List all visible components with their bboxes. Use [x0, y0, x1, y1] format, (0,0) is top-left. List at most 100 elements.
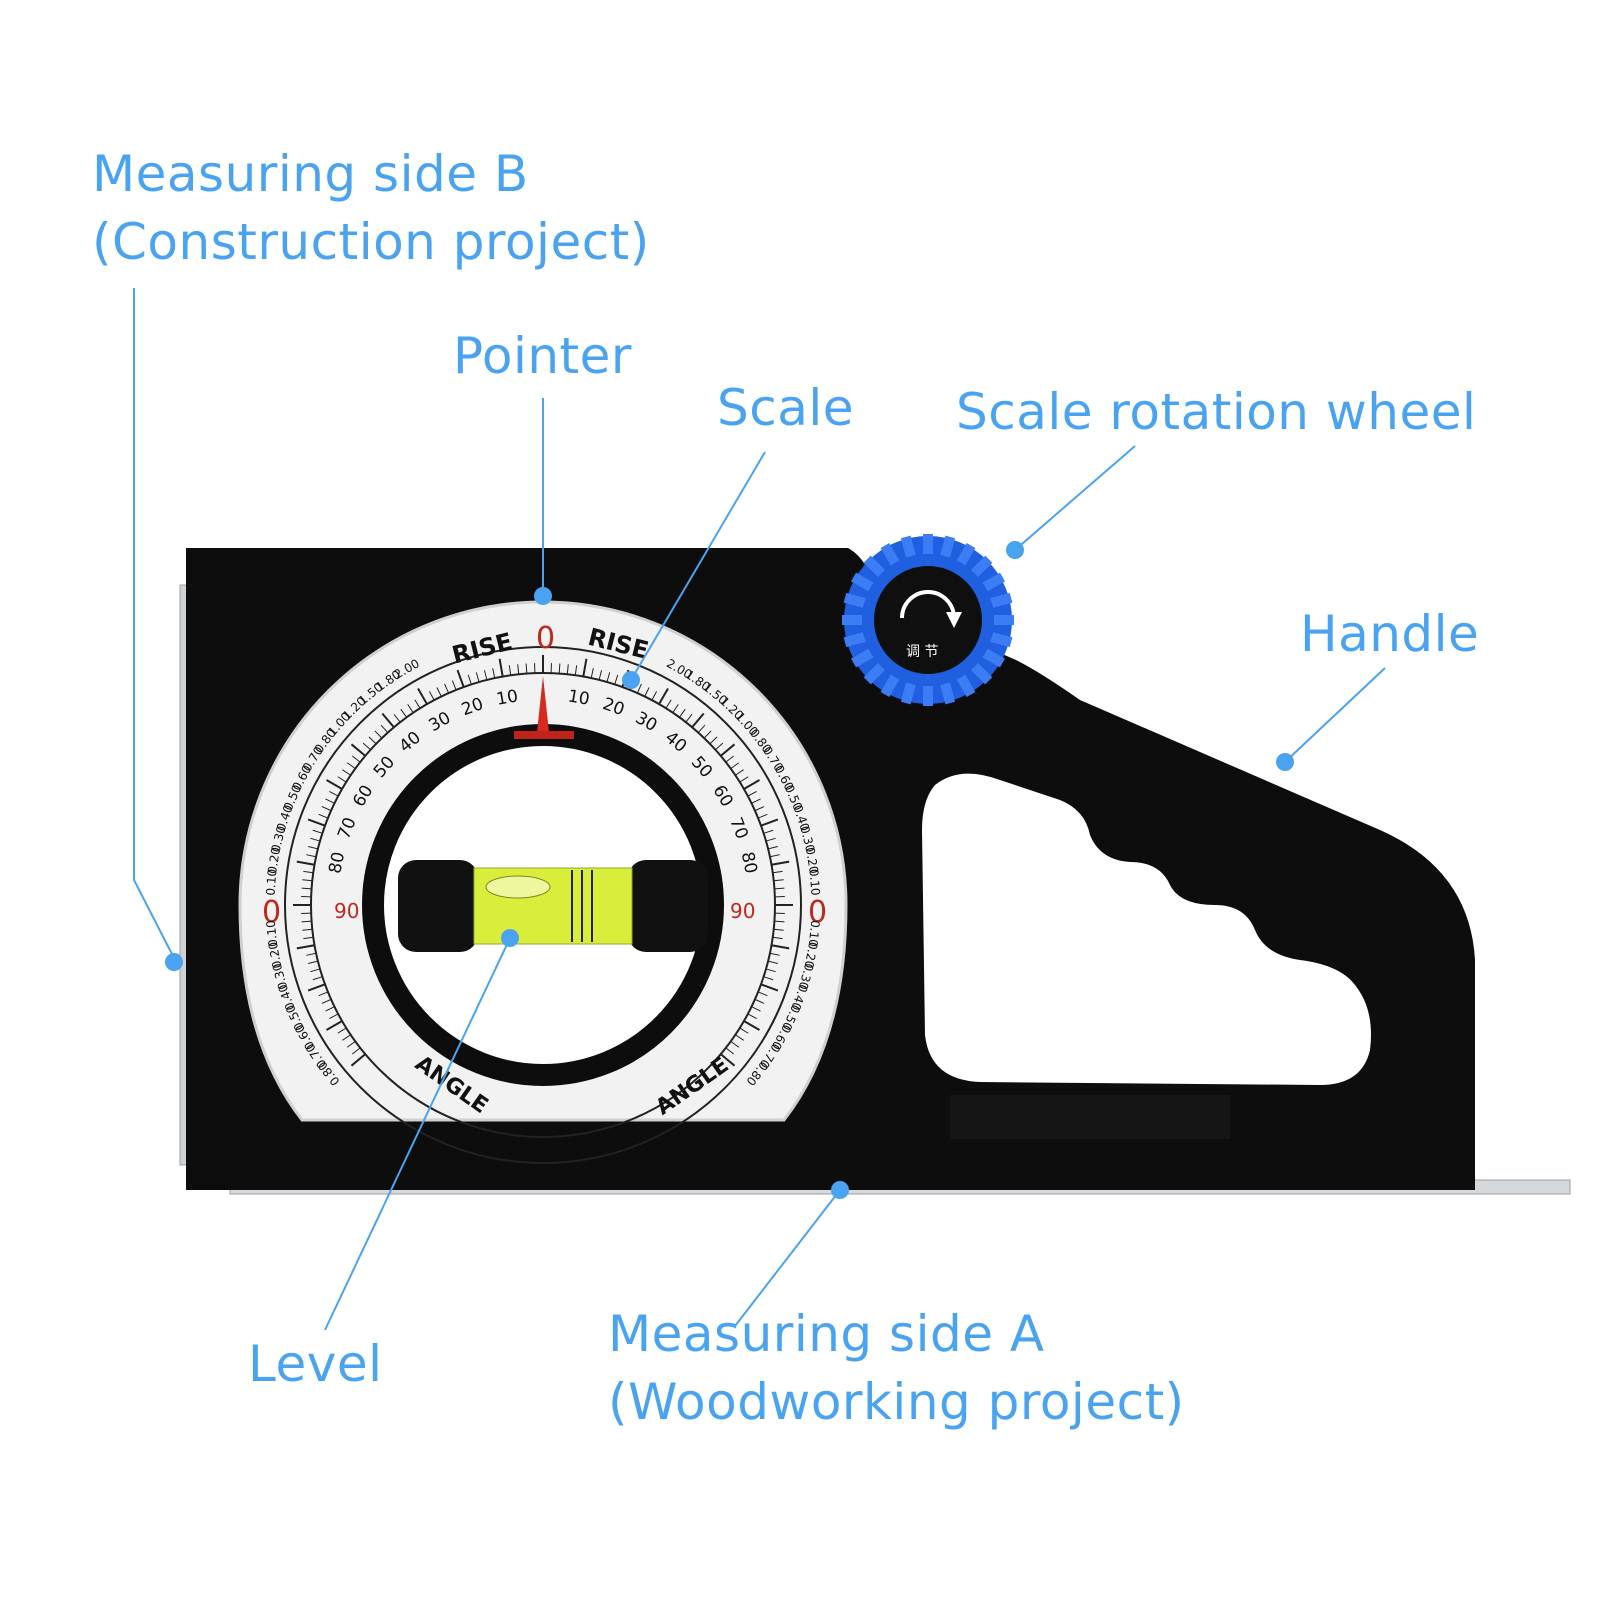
scale-tick — [525, 663, 528, 674]
scale-tick — [498, 658, 504, 677]
callout-measuring-side-b: Measuring side B (Construction project) — [92, 140, 650, 276]
scale-tick — [757, 813, 768, 819]
wheel-knurl — [971, 663, 993, 685]
scale-tick — [760, 818, 779, 827]
scale-tick — [303, 870, 314, 874]
wheel-knurl — [923, 534, 933, 554]
scale-tick — [769, 952, 780, 956]
scale-tick — [308, 960, 319, 965]
scale-tick — [307, 983, 326, 992]
scale-tick — [400, 708, 408, 718]
scale-rotation-wheel[interactable]: 调 节 — [842, 534, 1014, 706]
scale-tick — [310, 837, 321, 842]
wheel-knurl — [982, 648, 1005, 668]
scale-tick — [763, 829, 774, 834]
vial-holder-right — [628, 860, 708, 952]
callout-measuring-side-a: Measuring side A (Woodworking project) — [608, 1300, 1185, 1436]
scale-tick — [735, 1034, 744, 1041]
scale-tick — [296, 860, 315, 866]
wheel-knurl — [971, 555, 993, 577]
lower-value: 0.30 — [270, 962, 291, 991]
scale-tick — [658, 687, 669, 705]
rise-value: 0.10 — [263, 868, 279, 896]
scale-tick — [651, 691, 658, 701]
scale-tick — [772, 870, 783, 874]
scale-tick — [350, 743, 366, 757]
scale-tick — [301, 887, 312, 890]
scale-tick — [730, 762, 740, 770]
scale-tick — [325, 779, 343, 790]
scale-tick — [351, 755, 361, 763]
callout-measuring-side-b-line1: Measuring side B — [92, 145, 529, 203]
scale-tick — [381, 712, 395, 728]
scale-tick — [703, 730, 712, 739]
lower-value: 0.20 — [802, 941, 821, 970]
angle-number: 10 — [495, 686, 520, 709]
scale-tick — [743, 1020, 761, 1031]
scale-tick — [451, 680, 457, 691]
scale-tick — [566, 664, 569, 675]
scale-tick — [483, 670, 488, 681]
scale-tick — [747, 1013, 757, 1020]
wheel-knurl — [880, 674, 900, 697]
callout-measuring-side-a-line2: (Woodworking project) — [608, 1373, 1185, 1431]
scale-tick — [691, 712, 705, 728]
scale-tick — [318, 813, 329, 819]
callout-scale: Scale — [717, 379, 855, 437]
lower-value: 0.10 — [806, 919, 823, 947]
scale-tick — [325, 1020, 343, 1031]
scale-tick — [329, 790, 339, 797]
scale-tick — [773, 928, 784, 931]
scale-tick — [306, 854, 317, 858]
rotate-arrow-icon — [900, 590, 956, 619]
rise-value: 0.30 — [269, 824, 289, 853]
scale-tick — [760, 983, 779, 992]
scale-tick — [302, 928, 313, 931]
scale-tick — [720, 743, 736, 757]
scale-tick — [773, 879, 784, 882]
scale-tick — [709, 736, 718, 745]
wheel-knurl — [940, 682, 956, 705]
wheel-knurl — [880, 543, 900, 566]
scale-tick — [303, 936, 314, 940]
scale-tick — [346, 1040, 356, 1048]
scale-tick — [725, 755, 735, 763]
ninety-mark-left: 90 — [334, 899, 359, 923]
scale-tick — [769, 854, 780, 858]
scale-tick — [697, 724, 706, 733]
scale-tick — [351, 1047, 361, 1055]
scale-tick — [428, 691, 435, 701]
scale-tick — [310, 968, 321, 973]
scale-tick — [558, 663, 561, 674]
scale-tick — [771, 944, 790, 950]
rise-value: 0.30 — [797, 824, 817, 853]
wheel-knurl — [990, 632, 1013, 648]
callout-measuring-side-a-line1: Measuring side A — [608, 1305, 1045, 1363]
scale-tick — [614, 674, 619, 685]
scale-tick — [308, 845, 319, 850]
scale-tick — [321, 998, 332, 1004]
scale-tick — [417, 687, 428, 705]
scale-tick — [346, 762, 356, 770]
scale-tick — [301, 920, 312, 923]
callout-scale-rotation-wheel: Scale rotation wheel — [956, 383, 1477, 441]
scale-tick — [765, 968, 776, 973]
scale-tick — [747, 790, 757, 797]
scale-tick — [672, 704, 679, 713]
scale-tick — [350, 1053, 366, 1067]
scale-tick — [414, 699, 421, 709]
lower-value: 0.20 — [266, 941, 285, 970]
scale-tick — [767, 845, 778, 850]
scale-tick — [374, 730, 383, 739]
scale-tick — [767, 960, 778, 965]
angle-number: 80 — [325, 850, 349, 875]
zero-mark-left: 0 — [262, 895, 281, 930]
scale-tick — [475, 672, 480, 683]
wheel-knurl — [863, 663, 885, 685]
scale-tick — [765, 837, 776, 842]
scale-tick — [393, 713, 401, 723]
scale-tick — [636, 683, 642, 694]
scale-tick — [598, 670, 603, 681]
vial-holder-left — [398, 860, 478, 952]
scale-tick — [754, 998, 765, 1004]
